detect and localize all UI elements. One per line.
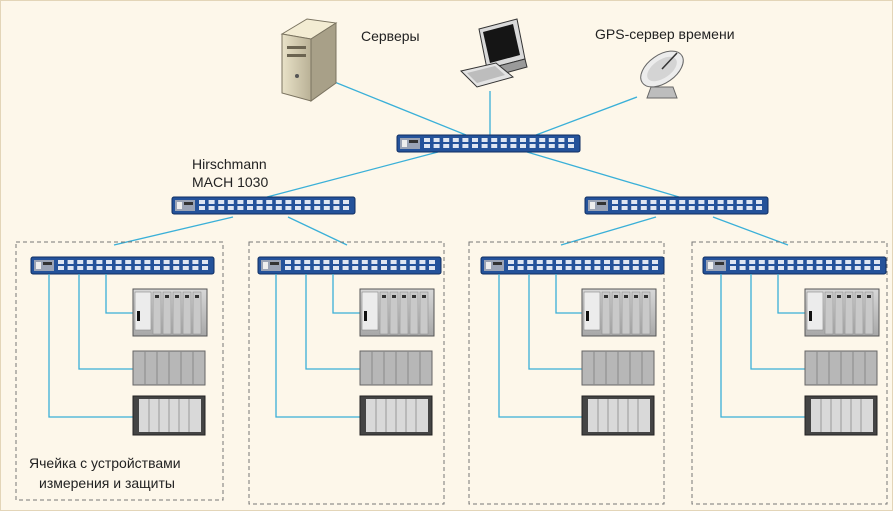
cell-box-4 bbox=[691, 241, 888, 505]
gps-server-label: GPS-сервер времени bbox=[595, 26, 735, 42]
relay-device-icon bbox=[359, 288, 435, 436]
cell-caption-line2: измерения и защиты bbox=[39, 475, 175, 491]
server-icon bbox=[280, 18, 338, 102]
cell-switch-4 bbox=[702, 256, 887, 275]
cell-box-2 bbox=[248, 241, 445, 505]
cell-switch-1 bbox=[30, 256, 215, 275]
gps-dish-icon bbox=[640, 50, 684, 99]
cell-box-3 bbox=[468, 241, 665, 505]
relay-device-icon bbox=[804, 288, 880, 436]
cell-box-1 bbox=[15, 241, 224, 501]
workstation-icon bbox=[460, 18, 528, 88]
cell-caption-line1: Ячейка с устройствами bbox=[29, 455, 181, 471]
switch-ports bbox=[58, 138, 880, 270]
aggregation-switch-left bbox=[171, 196, 356, 215]
aggregation-switch-right bbox=[584, 196, 769, 215]
cell-devices bbox=[48, 274, 880, 436]
cell-boxes bbox=[15, 241, 888, 505]
switch-model-label-line1: Hirschmann bbox=[192, 156, 267, 172]
core-switch bbox=[396, 134, 581, 153]
switch-model-label-line2: MACH 1030 bbox=[192, 174, 268, 190]
servers-label: Серверы bbox=[361, 28, 420, 44]
network-links bbox=[113, 80, 789, 246]
cell-switch-3 bbox=[480, 256, 665, 275]
relay-device-icon bbox=[581, 288, 657, 436]
cell-switch-2 bbox=[257, 256, 442, 275]
relay-device-icon bbox=[132, 288, 208, 436]
